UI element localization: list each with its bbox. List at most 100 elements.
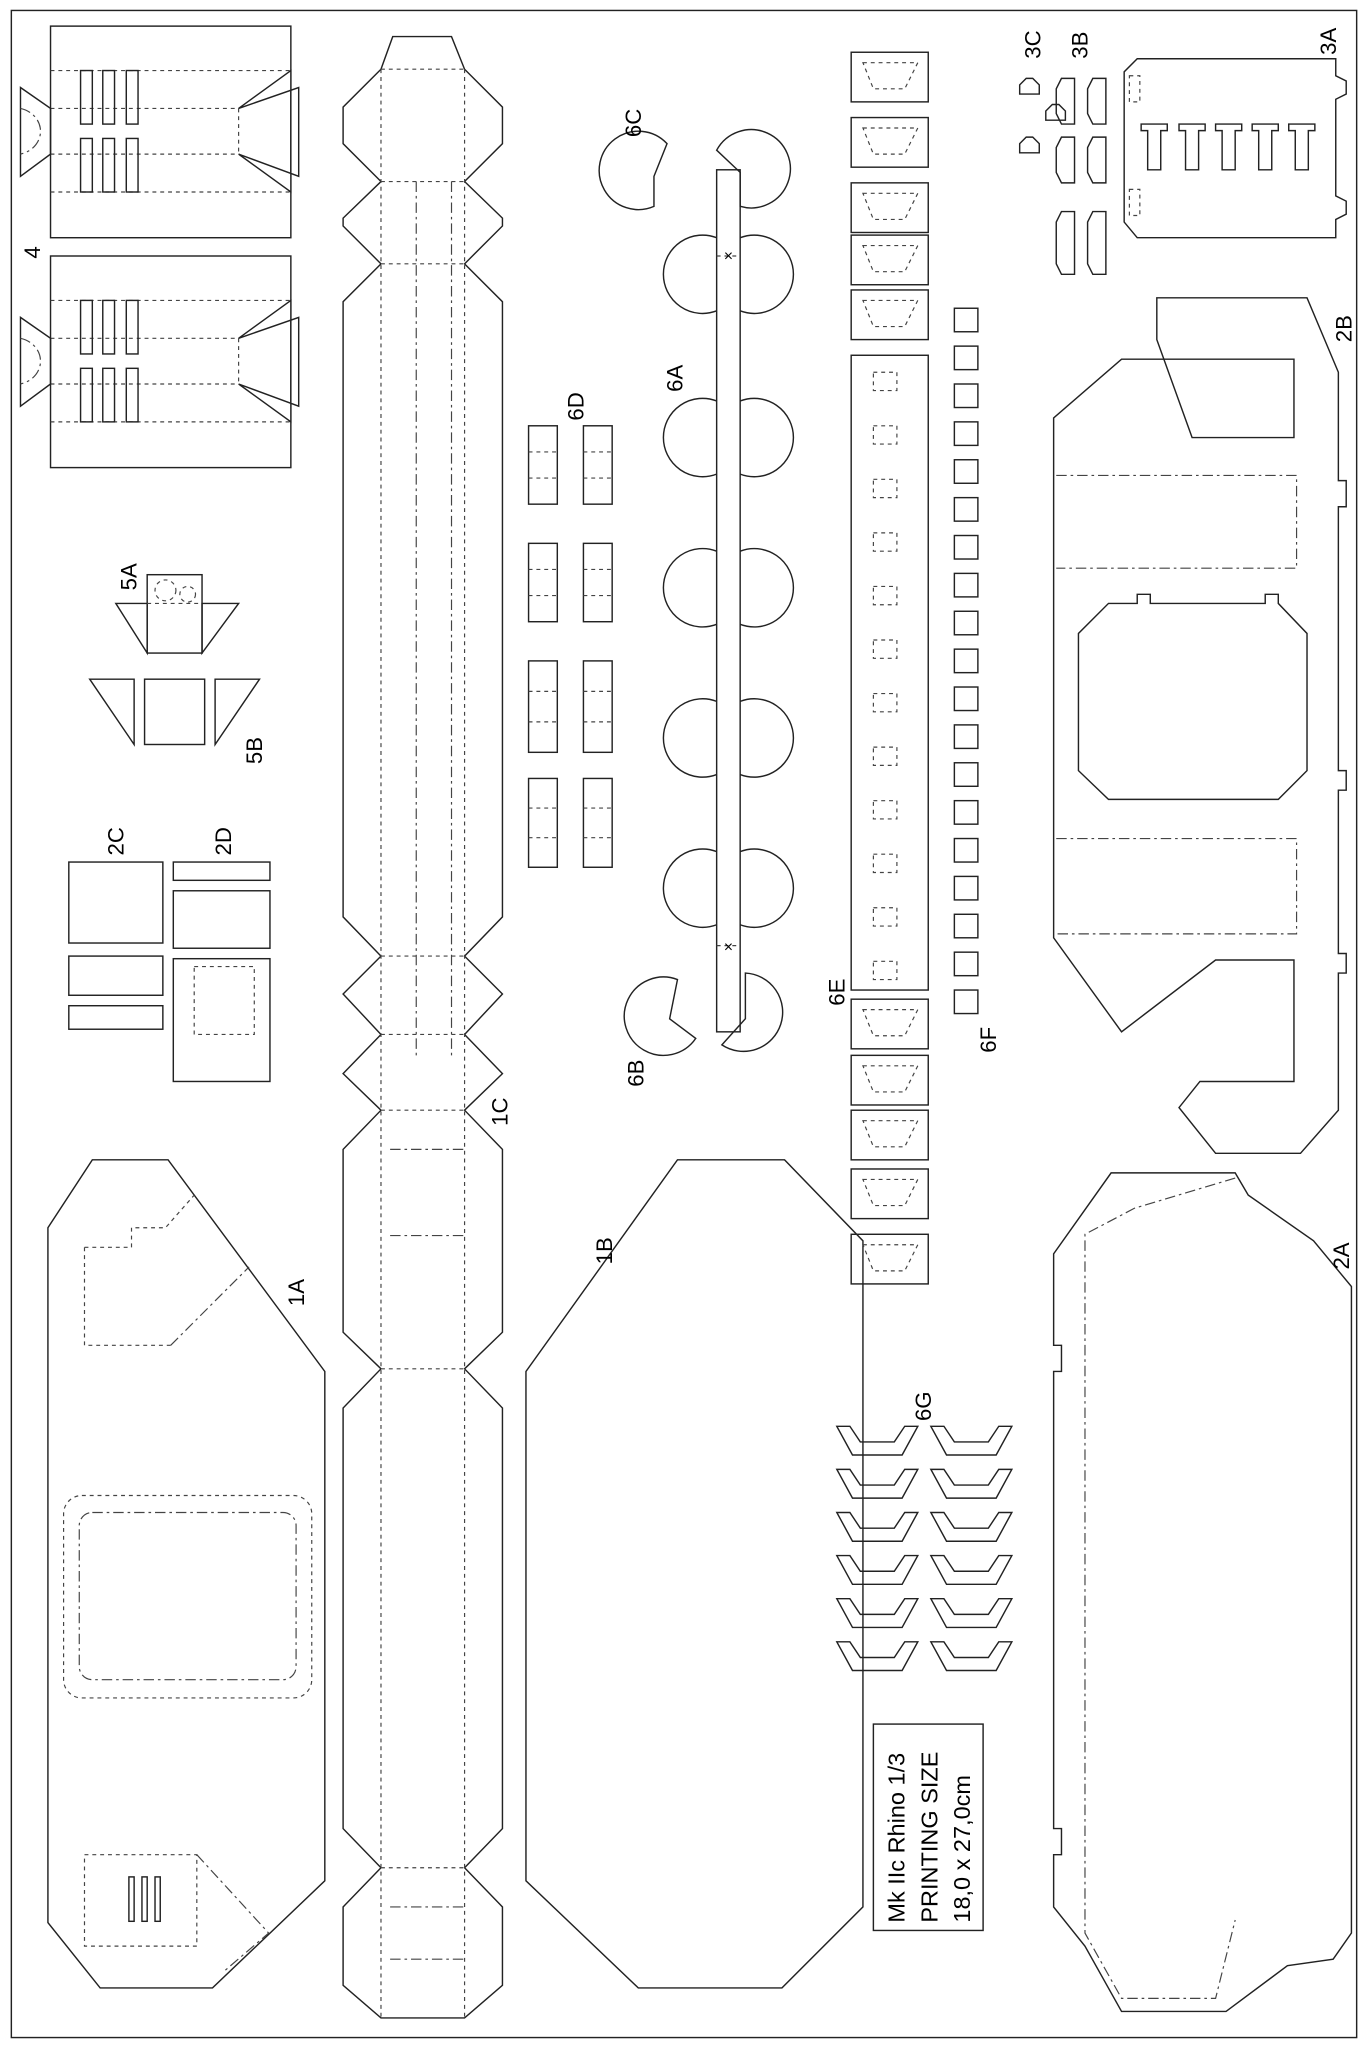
part-3B: [1055, 77, 1107, 276]
part-6F-square: [953, 459, 979, 484]
part-3B-piece: [1055, 77, 1076, 125]
fold-line: [862, 244, 919, 273]
label-part-6E: 6E: [825, 979, 850, 1006]
label-part-6A: 6A: [663, 364, 688, 391]
part-6A-circle: [739, 547, 795, 628]
fold-line: [862, 62, 919, 90]
part-6G-piece: [835, 1468, 920, 1499]
part-6G: [835, 1425, 1014, 1672]
label-part-6F: 6F: [976, 1027, 1001, 1053]
part-3A-slots: [1140, 123, 1316, 171]
part-6F-square: [953, 307, 979, 333]
label-part-2C: 2C: [104, 827, 129, 855]
part-3A: [1123, 58, 1347, 239]
part-6E-window: [872, 425, 898, 445]
part-3B-piece: [1086, 136, 1107, 184]
part-6E-window: [872, 478, 898, 499]
label-part-1C: 1C: [488, 1098, 513, 1126]
part-6G-piece: [835, 1554, 920, 1586]
part-6A: ××: [662, 169, 795, 1033]
part-6D-piece: [527, 425, 559, 505]
part-6D: [527, 425, 613, 868]
fold-line: [862, 1065, 919, 1093]
fold-line: [862, 1244, 919, 1272]
part-6F-square: [953, 686, 979, 712]
part-6E-window: [872, 371, 898, 392]
label-part-5B: 5B: [242, 737, 267, 764]
part-6F-square: [953, 951, 979, 977]
part-6D-piece: [582, 425, 613, 505]
part-6F-square: [953, 610, 979, 636]
info-title: Mk IIc Rhino 1/3: [884, 1753, 910, 1923]
label-part-1A: 1A: [284, 1279, 309, 1306]
label-part-3C: 3C: [1021, 30, 1046, 58]
part-6D-piece: [582, 777, 613, 868]
part-6A-circle: [739, 698, 795, 778]
part-6D-piece: [582, 542, 613, 623]
label-part-3B: 3B: [1068, 32, 1093, 59]
part-6B: [623, 972, 784, 1057]
part-6A-circle: [662, 848, 717, 929]
part-6E-piece: [850, 51, 929, 103]
part-6E-window: [872, 532, 898, 552]
fold-line: [862, 1178, 919, 1207]
part-6F: [953, 307, 979, 1015]
part-6G-piece: [929, 1468, 1014, 1499]
part-6A-circle: [662, 547, 717, 628]
part-6F-square: [953, 837, 979, 863]
part-6F-square: [953, 762, 979, 788]
part-6F-square: [953, 534, 979, 560]
info-printing-size-value: 18,0 x 27,0cm: [949, 1775, 975, 1923]
part-6G-piece: [835, 1425, 920, 1456]
part-6A-circle: [662, 698, 717, 778]
part-3B-piece: [1055, 136, 1076, 184]
part-6F-square: [953, 383, 979, 409]
svg-text:×: ×: [724, 248, 733, 265]
part-6D-piece: [582, 660, 613, 754]
part-3C-piece: [1018, 136, 1040, 154]
part-6E-piece: [850, 182, 929, 234]
fold-line: [862, 1120, 919, 1148]
part-3C: [1018, 77, 1067, 154]
part-6E-window: [872, 907, 898, 927]
part-6A-circle: [739, 848, 795, 929]
part-3A-slot: [1288, 123, 1316, 171]
part-6F-square: [953, 913, 979, 939]
label-part-2D: 2D: [211, 827, 236, 855]
part-6G-piece: [929, 1641, 1014, 1672]
label-part-4: 4: [20, 246, 45, 258]
fold-line: [862, 299, 919, 328]
part-3A-slot: [1178, 123, 1206, 171]
part-3A-slot: [1251, 123, 1280, 171]
part-1C: [342, 35, 504, 2019]
part-6E: [850, 51, 929, 1285]
part-4-bottom: [19, 255, 300, 469]
part-6A-circle: [739, 397, 795, 478]
part-6G-piece: [835, 1511, 920, 1542]
label-part-3A: 3A: [1316, 28, 1341, 55]
part-6D-piece: [527, 542, 559, 623]
info-box: Mk IIc Rhino 1/3 PRINTING SIZE 18,0 x 27…: [872, 1723, 984, 1932]
part-6F-square: [953, 799, 979, 825]
part-6E-window: [872, 585, 898, 606]
fold-line: [862, 192, 919, 221]
part-6G-piece: [929, 1554, 1014, 1586]
sheet-border: [10, 9, 1358, 2039]
part-6E-window: [872, 692, 898, 713]
part-5B: [88, 678, 261, 747]
part-6F-square: [953, 345, 979, 371]
part-6F-square: [953, 724, 979, 750]
part-3A-slot: [1214, 123, 1243, 171]
part-6F-square: [953, 648, 979, 674]
part-6A-circle: [662, 397, 717, 478]
part-2C: [68, 861, 164, 1030]
part-3C-piece: [1045, 103, 1067, 121]
part-6F-square: [953, 875, 979, 901]
part-6F-square: [953, 572, 979, 598]
part-2A: [1052, 1172, 1353, 2013]
label-part-5A: 5A: [117, 563, 142, 590]
part-6A-circle: [662, 234, 717, 315]
label-part-1B: 1B: [592, 1237, 617, 1264]
part-5A: [114, 573, 241, 656]
